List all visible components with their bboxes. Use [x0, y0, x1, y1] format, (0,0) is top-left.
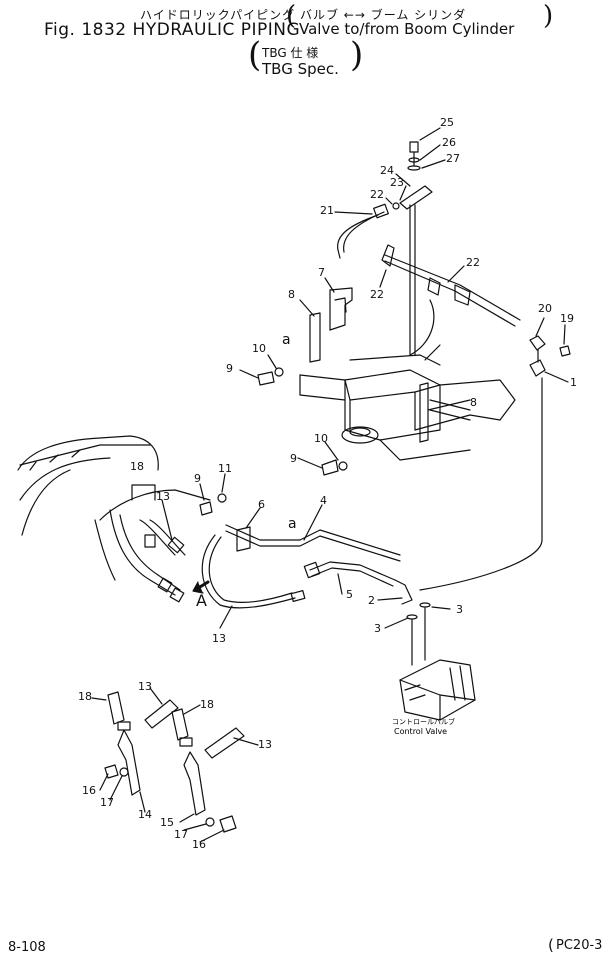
bracket-8-lower	[419, 382, 429, 443]
spec-close-paren: )	[350, 35, 364, 75]
spec-open-paren: (	[248, 35, 262, 75]
callout-25: 24	[380, 164, 394, 177]
pipe-4	[225, 524, 401, 556]
callout-13-left: 13	[138, 680, 152, 693]
detail-label-a-lower: a	[288, 516, 297, 532]
model-code: PC20-3	[556, 938, 603, 953]
spec-jp: TBG 仕 様	[262, 46, 319, 60]
fitting-24	[392, 202, 400, 210]
washer-10-upper	[274, 367, 284, 377]
callout-1: 1	[570, 376, 577, 389]
washer-10-lower	[338, 461, 348, 471]
bolt-26	[409, 141, 419, 153]
callout-22-right: 22	[466, 256, 480, 269]
callout-6: 6	[258, 498, 265, 511]
callout-18-boom: 18	[130, 460, 144, 473]
control-valve-en: Control Valve	[394, 727, 447, 736]
callout-3-left: 3	[374, 622, 381, 635]
callout-16-right: 16	[192, 838, 206, 851]
fitting-20	[529, 335, 546, 351]
callout-27: 26	[442, 136, 456, 149]
callout-9-lower: 9	[290, 452, 297, 465]
fitting-23	[373, 203, 389, 219]
figure-subtitle: Valve to/from Boom Cylinder	[299, 20, 515, 38]
callout-17-left: 17	[100, 796, 114, 809]
fitting-18-right	[171, 708, 189, 741]
fitting-25	[399, 185, 433, 210]
page-code: 8-108	[8, 940, 46, 955]
hose-13-main	[201, 534, 296, 609]
callout-13-main: 13	[212, 632, 226, 645]
callout-28: 27	[446, 152, 460, 165]
pipe-22	[384, 254, 521, 321]
callout-19: 19	[560, 312, 574, 325]
bolt-16-right	[219, 815, 237, 833]
callout-13-boom: 13	[156, 490, 170, 503]
pipe-5	[309, 561, 396, 581]
hose-18-a	[109, 509, 176, 596]
hose-13-right	[204, 727, 245, 759]
washer-11	[217, 493, 227, 503]
bracket-7	[329, 287, 353, 331]
swing-bracket	[344, 369, 441, 441]
callout-5: 5	[346, 588, 353, 601]
model-code-paren: (	[548, 936, 554, 954]
washer-17-left	[119, 767, 129, 777]
callout-4: 4	[320, 494, 327, 507]
bolt-9-middle	[199, 501, 213, 516]
bolt-9-upper	[257, 371, 275, 386]
callout-8-lower: 8	[470, 396, 477, 409]
callout-24: 23	[390, 176, 404, 189]
callout-22-left: 22	[370, 288, 384, 301]
callout-11: 11	[218, 462, 232, 475]
view-label-a: A	[196, 591, 207, 610]
washer-17-right	[205, 817, 215, 827]
open-paren: (	[286, 1, 297, 31]
callout-8-upper: 8	[288, 288, 295, 301]
japanese-title: ハイドロリックパイピング バルブ ←→ ブーム シリンダ	[140, 8, 467, 22]
bracket-14	[117, 729, 141, 796]
callout-15: 15	[160, 816, 174, 829]
callout-3-right: 3	[456, 603, 463, 616]
fitting-19	[559, 345, 571, 357]
callout-26: 25	[440, 116, 454, 129]
fitting-18-left	[107, 691, 125, 725]
bracket-15	[183, 751, 206, 816]
callout-9-upper: 9	[226, 362, 233, 375]
callout-9-middle: 9	[194, 472, 201, 485]
callout-14: 14	[138, 808, 152, 821]
callout-10-lower: 10	[314, 432, 328, 445]
control-valve-jp: コントロールバルブ	[392, 717, 455, 726]
spec-en: TBG Spec.	[262, 60, 339, 78]
callout-18-left: 18	[78, 690, 92, 703]
detail-label-a-upper: a	[282, 332, 291, 348]
bracket-8-upper	[309, 312, 321, 363]
callout-20: 20	[538, 302, 552, 315]
boom-outline	[17, 435, 159, 471]
oring-3a	[406, 614, 418, 620]
oring-3b	[419, 602, 431, 608]
callout-bracket-18	[131, 484, 156, 501]
callout-17-right: 17	[174, 828, 188, 841]
pilot-line	[419, 377, 543, 591]
close-paren: )	[543, 1, 554, 31]
figure-title: Fig. 1832 HYDRAULIC PIPING	[44, 20, 301, 40]
callout-13-right: 13	[258, 738, 272, 751]
bolt-9-lower	[321, 459, 339, 476]
callout-21: 21	[320, 204, 334, 217]
callout-16-left: 16	[82, 784, 96, 797]
callout-23: 22	[370, 188, 384, 201]
callout-18-right: 18	[200, 698, 214, 711]
fitting-1	[529, 359, 546, 377]
callout-10-upper: 10	[252, 342, 266, 355]
callout-2: 2	[368, 594, 375, 607]
hose-13-left	[144, 699, 179, 729]
callout-7: 7	[318, 266, 325, 279]
